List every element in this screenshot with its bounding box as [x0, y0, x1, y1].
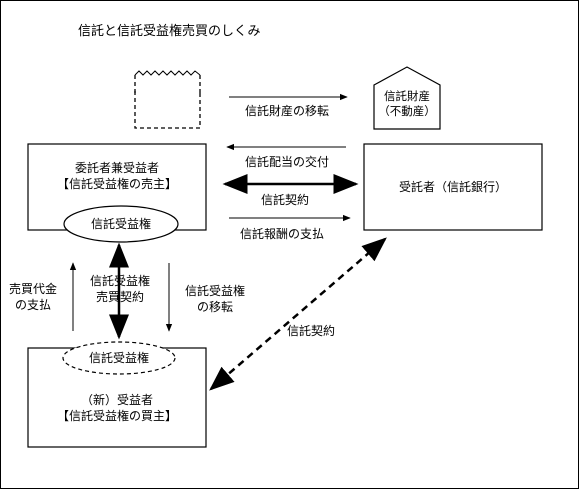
buyer-right-ellipse — [62, 341, 176, 375]
property-label: 信託財産 （不動産） — [374, 89, 440, 119]
trustee-box — [363, 143, 543, 231]
contract-diagonal-label: 信託契約 — [287, 324, 336, 338]
settlor-right-ellipse — [63, 205, 179, 243]
property-house-shape — [373, 66, 441, 130]
dividend-label: 信託配当の交付 — [245, 155, 330, 169]
buyer-label-line1: （新）受益者 — [80, 393, 153, 407]
trustee-label: 受託者（信託銀行） — [398, 180, 507, 194]
contract-diagonal-arrow — [209, 237, 387, 391]
property-label-line1: 信託財産 — [384, 89, 430, 103]
settlor-label: 委託者兼受益者 【信託受益権の売主】 — [28, 160, 206, 192]
price-label-line2: の支払 — [14, 298, 51, 312]
settlor-label-line2: 【信託受益権の売主】 — [56, 177, 177, 191]
contract-label: 信託契約 — [261, 193, 310, 207]
buyer-label-line2: 【信託受益権の買主】 — [56, 409, 177, 423]
settlor-right-label: 信託受益権 — [90, 217, 151, 231]
settlor-label-line1: 委託者兼受益者 — [74, 161, 159, 175]
right-transfer-label-line2: の移転 — [196, 300, 233, 314]
sale-contract-label: 信託受益権 売買契約 — [85, 273, 155, 305]
fee-label: 信託報酬の支払 — [240, 227, 325, 241]
buyer-label: （新）受益者 【信託受益権の買主】 — [28, 392, 206, 424]
property-source-shape — [134, 70, 201, 129]
right-transfer-label-line1: 信託受益権 — [184, 284, 245, 298]
transfer-label: 信託財産の移転 — [245, 104, 330, 118]
sale-contract-label-line1: 信託受益権 — [89, 274, 150, 288]
buyer-right-label: 信託受益権 — [88, 351, 149, 365]
diagram-title: 信託と信託受益権売買のしくみ — [78, 24, 261, 39]
sale-contract-label-line2: 売買契約 — [95, 290, 144, 304]
right-transfer-label: 信託受益権 の移転 — [177, 283, 253, 315]
property-label-line2: （不動産） — [378, 104, 436, 118]
price-label-line1: 売買代金 — [8, 282, 57, 296]
price-label: 売買代金 の支払 — [5, 281, 61, 313]
